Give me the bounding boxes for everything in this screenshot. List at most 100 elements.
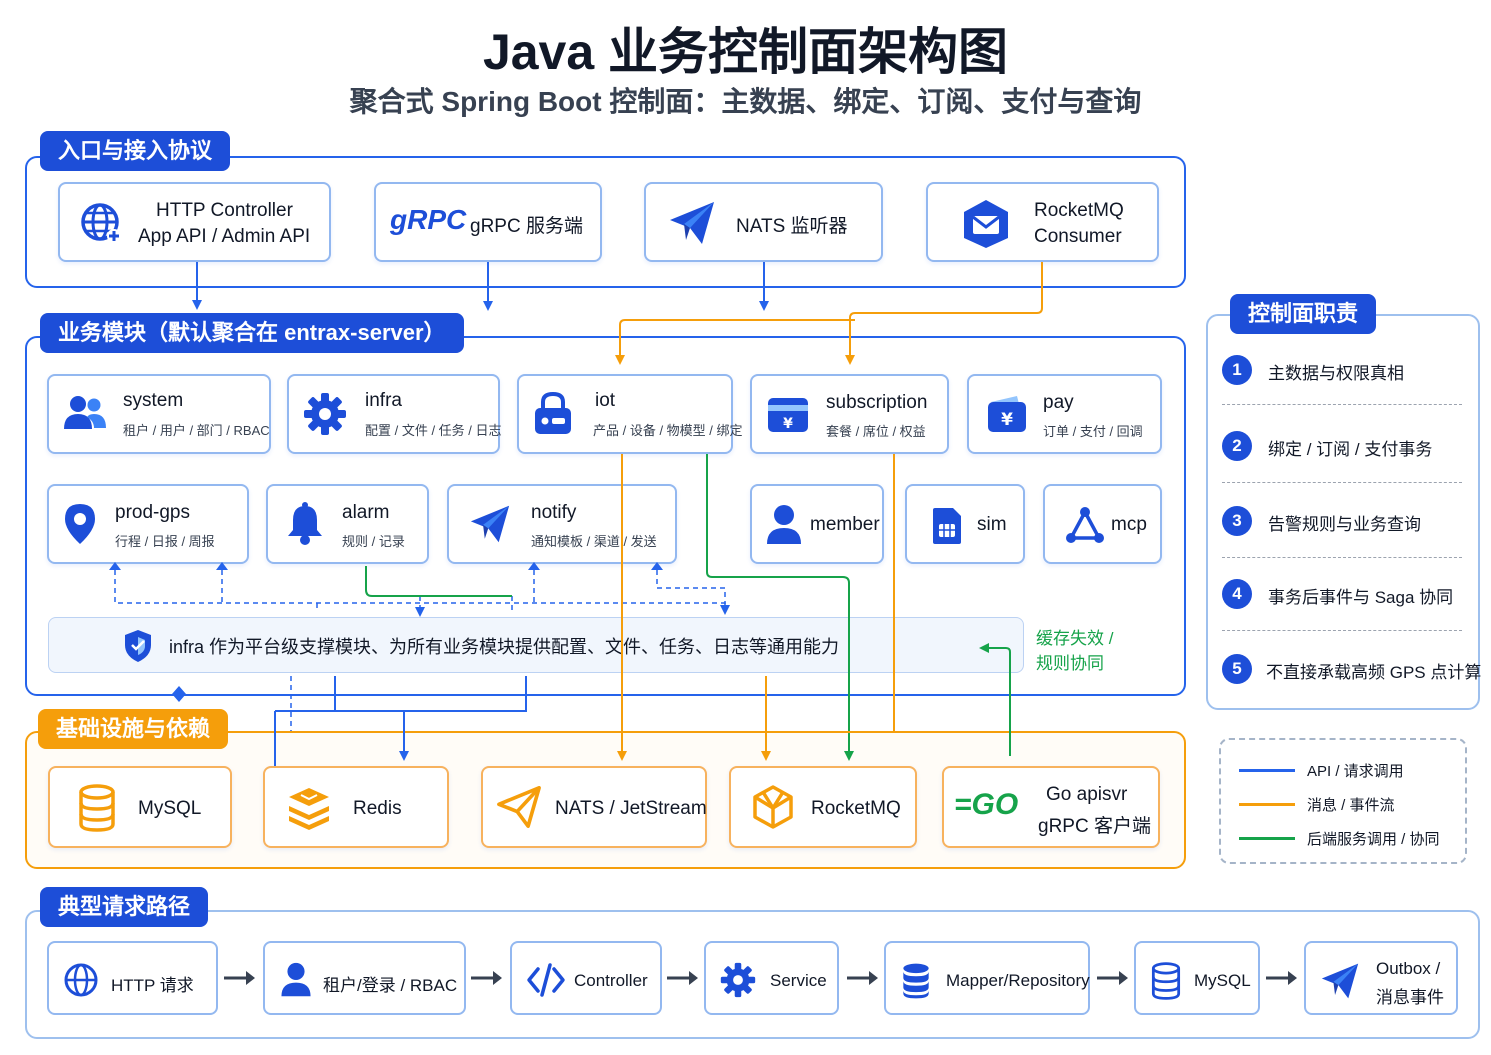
globe-icon [63,962,99,1003]
module-name-sim: sim [977,514,1007,535]
responsibilities-panel [1206,314,1480,710]
flow-step-label: 租户/登录 / RBAC [323,976,458,995]
http-controller-card[interactable]: HTTP Controller App API / Admin API [58,182,331,262]
page-subtitle: 聚合式 Spring Boot 控制面：主数据、绑定、订阅、支付与查询 [349,86,1142,117]
nats-listener-card[interactable]: NATS 监听器 [644,182,883,262]
module-card-infra[interactable]: infra 配置 / 文件 / 任务 / 日志 [287,374,502,454]
responsibility-item: 4 事务后事件与 Saga 协同 [1222,575,1472,615]
infra-support-text: infra 作为平台级支撑模块、为所有业务模块提供配置、文件、任务、日志等通用能… [169,637,840,657]
flow-step-label: Outbox / [1376,959,1441,978]
infra-card-rocketmq[interactable]: RocketMQ [729,766,917,848]
responsibility-text: 绑定 / 订阅 / 支付事务 [1268,440,1433,459]
paper-plane-icon [668,200,716,246]
flow-step-mapper[interactable]: Mapper/Repository [884,941,1090,1015]
flow-step-mysql[interactable]: MySQL [1134,941,1260,1015]
module-desc-system: 租户 / 用户 / 部门 / RBAC [123,423,270,438]
responsibility-item: 5 不直接承载高频 GPS 点计算 [1222,650,1481,690]
infra-card-go-apisvr[interactable]: =GO Go apisvr gRPC 客户端 [942,766,1160,848]
flow-arrow [847,971,878,985]
go-apisvr-line2: gRPC 客户端 [1038,816,1151,837]
infra-label-mysql: MySQL [138,798,202,819]
infra-label-redis: Redis [353,798,402,819]
module-card-notify[interactable]: notify 通知模板 / 渠道 / 发送 [447,484,677,564]
flow-step-controller[interactable]: Controller [510,941,662,1015]
module-name-system: system [123,390,184,411]
envelope-icon [962,198,1010,250]
flow-step-label: MySQL [1194,971,1251,990]
triangle-nodes-icon [1065,506,1105,544]
legend-line-green [1239,837,1295,840]
module-name-prod-gps: prod-gps [115,502,190,523]
rocketmq-consumer-card[interactable]: RocketMQ Consumer [926,182,1159,262]
module-card-sim[interactable]: sim [905,484,1025,564]
infra-label-nats: NATS / JetStream [555,798,707,819]
rocketmq-consumer-line2: Consumer [1034,226,1122,247]
card-icon: ¥ [766,396,810,434]
infra-card-mysql[interactable]: MySQL [48,766,232,848]
flow-arrow [1097,971,1128,985]
responsibility-number: 5 [1222,654,1252,684]
module-desc-alarm: 规则 / 记录 [342,534,405,549]
module-card-member[interactable]: member [750,484,884,564]
wallet-icon: ¥ [985,392,1029,436]
flow-step-label: 消息事件 [1376,988,1444,1007]
paper-plane-icon [469,504,511,544]
legend-text: API / 请求调用 [1307,763,1404,780]
module-card-subscription[interactable]: ¥ subscription 套餐 / 席位 / 权益 [750,374,949,454]
module-card-prod-gps[interactable]: prod-gps 行程 / 日报 / 周报 [47,484,249,564]
flow-step-tenant-login[interactable]: 租户/登录 / RBAC [263,941,466,1015]
module-name-alarm: alarm [342,502,390,523]
module-desc-prod-gps: 行程 / 日报 / 周报 [115,534,215,549]
responsibility-number: 4 [1222,579,1252,609]
responsibility-divider [1222,404,1462,405]
flow-arrow [667,971,698,985]
rocketmq-icon [751,784,795,830]
module-desc-subscription: 套餐 / 席位 / 权益 [826,424,926,439]
person-icon [279,962,313,1003]
grpc-server-label: gRPC 服务端 [470,216,583,237]
responsibility-text: 告警规则与业务查询 [1268,515,1421,534]
module-name-notify: notify [531,502,577,523]
flow-step-label: Mapper/Repository [946,971,1090,990]
person-icon [766,504,802,546]
module-card-mcp[interactable]: mcp [1043,484,1162,564]
module-card-system[interactable]: system 租户 / 用户 / 部门 / RBAC [47,374,271,454]
responsibility-number: 1 [1222,355,1252,385]
flow-arrow [471,971,502,985]
flow-step-outbox[interactable]: Outbox / 消息事件 [1304,941,1458,1015]
flow-step-service[interactable]: Service [704,941,839,1015]
go-apisvr-line1: Go apisvr [1046,784,1128,805]
responsibility-number: 3 [1222,506,1252,536]
infra-card-nats[interactable]: NATS / JetStream [481,766,707,848]
responsibility-divider [1222,482,1462,483]
responsibilities-tag: 控制面职责 [1230,294,1377,334]
infra-label-rocketmq: RocketMQ [811,798,901,819]
flow-step-label: Service [770,971,827,990]
module-card-alarm[interactable]: alarm 规则 / 记录 [266,484,429,564]
rocketmq-consumer-line1: RocketMQ [1034,200,1124,221]
module-desc-notify: 通知模板 / 渠道 / 发送 [531,534,657,549]
infrastructure-tag: 基础设施与依赖 [38,709,229,749]
grpc-server-card[interactable]: gRPC gRPC 服务端 [374,182,602,262]
flow-step-http-request[interactable]: HTTP 请求 [47,941,218,1015]
database-icon [1150,962,1182,1005]
infra-card-redis[interactable]: Redis [263,766,449,848]
module-desc-pay: 订单 / 支付 / 回调 [1043,424,1143,439]
request-path-tag: 典型请求路径 [40,887,209,927]
legend-text: 消息 / 事件流 [1307,797,1395,814]
cache-note-line2: 规则协同 [1036,654,1104,673]
module-card-pay[interactable]: ¥ pay 订单 / 支付 / 回调 [967,374,1162,454]
module-desc-infra: 配置 / 文件 / 任务 / 日志 [365,423,502,438]
go-logo: =GO [954,788,1019,821]
code-icon [526,962,566,1003]
module-card-iot[interactable]: iot 产品 / 设备 / 物模型 / 绑定 [517,374,743,454]
lock-device-icon [531,390,575,436]
flow-step-label: Controller [574,971,648,990]
grpc-logo: gRPC [390,204,467,235]
database-icon [900,962,932,1005]
layers-icon [287,784,331,830]
module-name-infra: infra [365,390,402,411]
paper-plane-icon [1320,962,1360,1005]
module-name-member: member [810,514,880,535]
location-pin-icon [63,502,97,546]
